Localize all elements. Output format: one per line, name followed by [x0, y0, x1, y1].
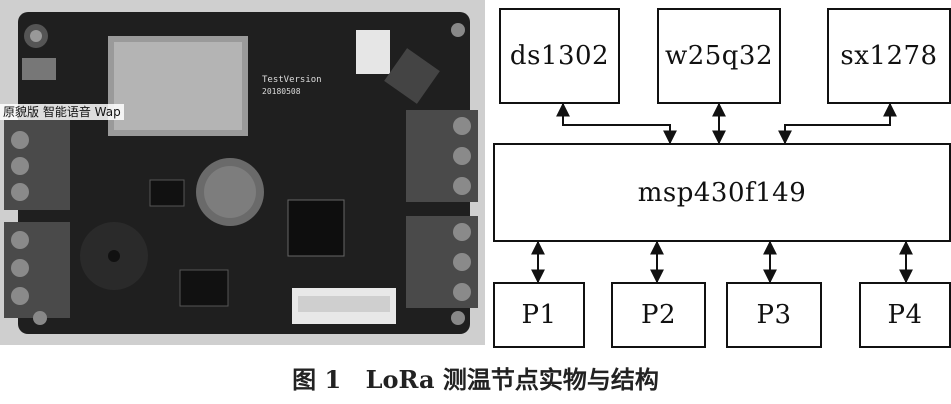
box-port-p4-label: P4	[887, 300, 923, 330]
box-ds1302-label: ds1302	[509, 41, 610, 71]
diagram-connectors	[531, 102, 913, 284]
box-port-p1-label: P1	[521, 300, 557, 330]
box-port-p3-label: P3	[756, 300, 792, 330]
box-mcu-label: msp430f149	[637, 177, 807, 208]
link-ds1302-mcu	[556, 102, 677, 145]
terminal-block-right-bottom	[406, 216, 478, 308]
box-w25q32: w25q32	[657, 8, 781, 104]
terminal-block-right-top	[406, 110, 478, 202]
box-mcu: msp430f149	[493, 143, 951, 242]
box-port-p3: P3	[726, 282, 822, 348]
figure-caption: 图 1 LoRa 测温节点实物与结构	[0, 360, 951, 395]
box-port-p2-label: P2	[640, 300, 677, 330]
box-port-p4: P4	[859, 282, 951, 348]
box-sx1278-label: sx1278	[840, 41, 938, 71]
board-photo-illustration: TestVersion 20180508	[0, 0, 485, 345]
box-sx1278: sx1278	[827, 8, 951, 104]
terminal-block-left-top	[4, 120, 70, 210]
box-w25q32-label: w25q32	[664, 41, 774, 71]
box-port-p1: P1	[493, 282, 585, 348]
board-marking-top: TestVersion	[262, 75, 322, 85]
figure-number: 图 1	[292, 365, 342, 394]
terminal-block-left-bottom	[4, 222, 70, 318]
box-ds1302: ds1302	[499, 8, 620, 104]
figure-title: LoRa 测温节点实物与结构	[365, 365, 659, 394]
board-photo: TestVersion 20180508	[0, 0, 485, 345]
board-marking-bottom: 20180508	[262, 87, 301, 96]
top-connector	[356, 30, 390, 74]
block-diagram: ds1302 w25q32 sx1278 msp430f149 P1 P2 P3…	[485, 0, 951, 350]
link-sx1278-mcu	[778, 102, 897, 145]
watermark-text: 原貌版 智能语音 Wap	[0, 104, 124, 120]
mcu-chip	[287, 199, 345, 257]
box-port-p2: P2	[611, 282, 706, 348]
